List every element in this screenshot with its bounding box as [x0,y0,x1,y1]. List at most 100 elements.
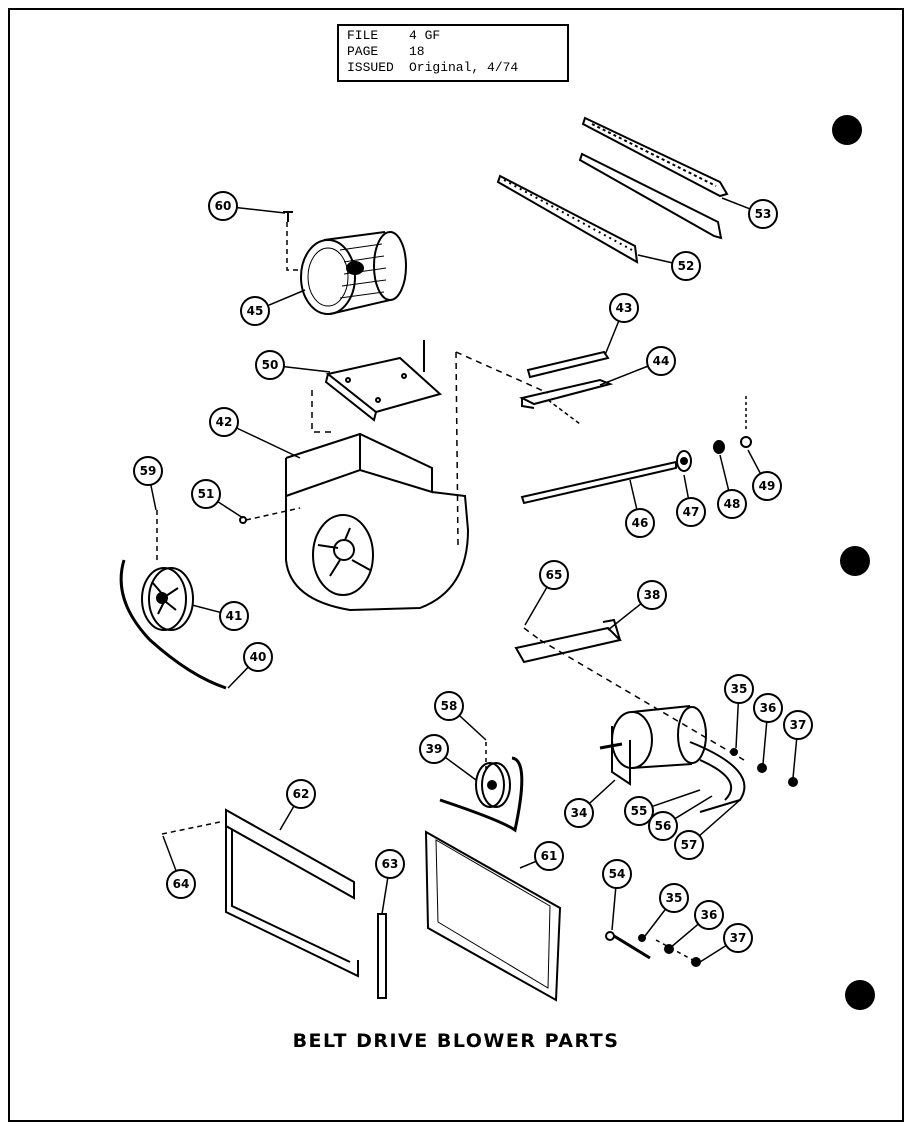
bearing-47 [676,450,692,472]
callout-label-36: 36 [701,908,718,922]
callout-label-56: 56 [655,819,672,833]
callout-label-59: 59 [140,464,157,478]
file-value: 4 GF [409,28,441,43]
callout-circle-64 [166,869,196,899]
callout-circle-35 [659,883,689,913]
callout-label-37: 37 [730,931,747,945]
washer-48 [713,440,725,454]
leader-dashed-60 [286,222,302,271]
callout-36: 36 [669,900,724,949]
callout-49: 49 [747,449,782,501]
callout-circle-51 [191,479,221,509]
callout-55: 55 [624,789,701,826]
callout-50: 50 [255,350,331,380]
callout-label-40: 40 [250,650,267,664]
leader-line-41 [191,604,221,614]
rail-52-lower [496,174,639,264]
callout-35: 35 [724,674,754,749]
callout-label-46: 46 [632,516,649,530]
diagram-caption: BELT DRIVE BLOWER PARTS [292,1030,620,1052]
callout-label-63: 63 [382,857,399,871]
leader-line-64 [162,835,177,872]
leader-line-37 [699,944,727,963]
callout-circle-36 [753,693,783,723]
callout-label-45: 45 [247,304,264,318]
blower-wheel-45 [300,231,407,315]
callout-label-35: 35 [666,891,683,905]
leader-line-35 [735,702,740,749]
callout-label-38: 38 [644,588,661,602]
callout-57: 57 [674,799,741,860]
callout-circle-44 [646,346,676,376]
callout-label-65: 65 [546,568,563,582]
callout-label-61: 61 [541,849,558,863]
leader-line-34 [588,779,616,805]
leader-line-40 [227,666,249,689]
callout-circle-57 [674,830,704,860]
callout-label-34: 34 [571,806,588,820]
leader-line-49 [747,449,762,474]
callout-48: 48 [717,454,747,519]
callout-circle-52 [671,251,701,281]
leader-line-37 [792,738,798,779]
issued-value: Original, 4/74 [409,60,519,75]
leader-line-43 [604,320,620,356]
callout-40: 40 [227,642,273,689]
page-row: PAGE 18 [347,44,559,60]
bar-63 [377,913,387,999]
leader-line-55 [651,789,701,808]
callout-44: 44 [599,346,676,386]
callout-34: 34 [564,779,616,828]
rail-53 [581,116,729,198]
leader-line-63 [381,877,389,915]
callout-64: 64 [162,835,196,899]
callout-54: 54 [602,859,632,931]
cutoff-plate-50 [324,356,443,422]
leader-line-46 [629,479,638,510]
leader-line-44 [599,365,649,386]
callout-circle-60 [208,191,238,221]
collar-49 [740,396,752,448]
callout-label-41: 41 [226,609,243,623]
page-value: 18 [409,44,425,59]
callout-circle-62 [286,779,316,809]
callout-label-36: 36 [760,701,777,715]
filter-frame-62 [225,808,359,978]
binder-hole-bottom [845,980,875,1010]
callout-53: 53 [721,197,778,229]
leader-line-50 [283,365,331,373]
callout-label-42: 42 [216,415,233,429]
callout-43: 43 [604,293,639,356]
issued-row: ISSUED Original, 4/74 [347,60,559,76]
callout-label-44: 44 [653,354,670,368]
callout-56: 56 [648,795,713,841]
leader-line-62 [279,805,295,831]
leader-line-54 [611,887,617,931]
page-label: PAGE [347,44,379,59]
callout-circle-38 [637,580,667,610]
motor-bracket-38 [514,618,622,664]
callout-circle-54 [602,859,632,889]
shaft-dashed-line [455,351,549,394]
blower-housing-42 [285,432,470,612]
callout-61: 61 [519,841,564,871]
leader-line-51 [217,500,244,519]
leader-line-61 [519,860,537,869]
motor-pulley-39 [475,762,511,808]
callout-circle-37 [783,710,813,740]
callout-circle-34 [564,798,594,828]
filter-61 [424,830,562,1002]
leader-line-60 [236,206,286,214]
leader-line-47 [683,474,690,499]
callout-42: 42 [209,407,301,459]
callout-circle-59 [133,456,163,486]
screw-60 [283,211,293,222]
callout-36: 36 [753,693,783,765]
callout-circle-56 [648,811,678,841]
drawing-border [8,8,904,1122]
leader-line-53 [721,197,751,210]
callout-circle-40 [243,642,273,672]
callout-label-39: 39 [426,742,443,756]
callout-35: 35 [644,883,689,937]
callout-51: 51 [191,479,244,519]
